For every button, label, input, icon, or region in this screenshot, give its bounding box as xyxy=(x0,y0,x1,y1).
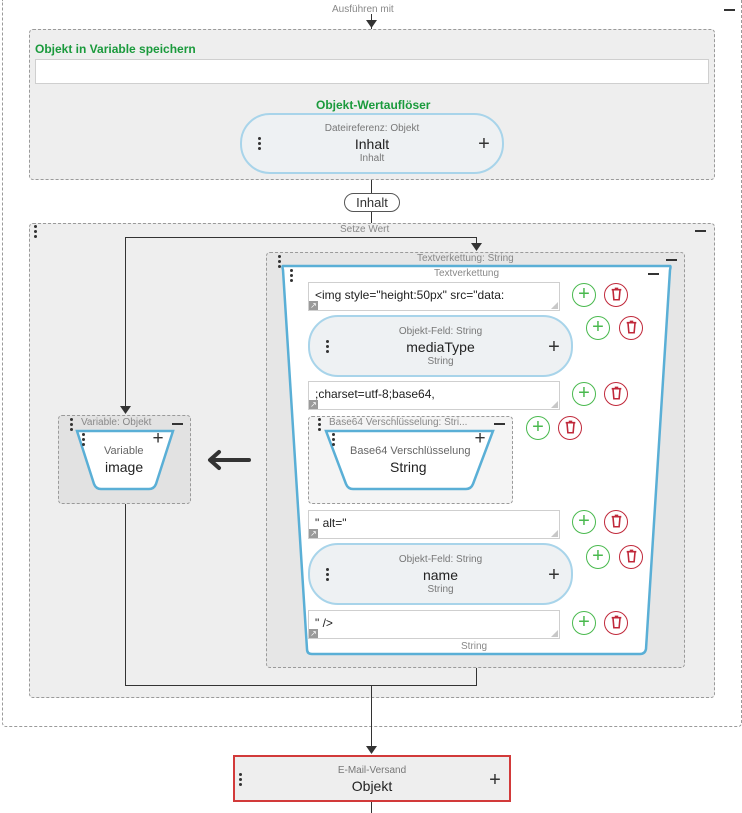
trash-icon[interactable] xyxy=(604,283,628,307)
email-name: Objekt xyxy=(351,778,393,794)
drag-handle-icon[interactable] xyxy=(326,340,330,354)
arrow-down-icon xyxy=(366,20,377,28)
add-icon[interactable]: + xyxy=(474,428,486,449)
variable-name-input[interactable] xyxy=(35,59,709,84)
node-type-label: Objekt-Feld: String xyxy=(398,554,483,565)
arrow-down-icon xyxy=(471,243,482,251)
variable-type-label: Variable xyxy=(104,445,144,457)
plus-circle-icon[interactable]: + xyxy=(572,510,596,534)
text-concat-footer: String xyxy=(461,641,488,652)
plus-circle-icon[interactable]: + xyxy=(586,545,610,569)
drag-handle-icon[interactable] xyxy=(290,269,294,283)
node-type-label: Objekt-Feld: String xyxy=(398,326,483,337)
variable-name: image xyxy=(105,459,144,475)
text-fragment-input[interactable]: ;charset=utf-8;base64, ↗ xyxy=(308,381,560,410)
base64-type-label: Base64 Verschlüsselung xyxy=(350,445,471,457)
add-icon[interactable]: + xyxy=(478,133,490,155)
node-sub-label: String xyxy=(427,584,454,595)
text-fragment-input[interactable]: " alt=" ↗ xyxy=(308,510,560,539)
connector-pill: Inhalt xyxy=(344,193,400,212)
plus-circle-icon[interactable]: + xyxy=(572,283,596,307)
arrow-down-icon xyxy=(366,746,377,754)
collapse-text-concat-icon[interactable] xyxy=(648,273,659,275)
set-value-label: Setze Wert xyxy=(340,224,390,235)
resolver-title: Objekt-Wertauflöser xyxy=(316,98,431,112)
execute-with-label: Ausführen mit xyxy=(332,4,394,15)
text-fragment-input[interactable]: <img style="height:50px" src="data: ↗ xyxy=(308,282,560,311)
trash-icon[interactable] xyxy=(558,416,582,440)
file-reference-node[interactable]: Dateireferenz: Objekt Inhalt Inhalt + xyxy=(240,113,504,174)
collapse-base64-icon[interactable] xyxy=(494,423,505,425)
object-field-node-mediatype[interactable]: Objekt-Feld: String mediaType String + xyxy=(308,315,573,377)
drag-handle-icon[interactable] xyxy=(70,418,74,432)
plus-circle-icon[interactable]: + xyxy=(572,611,596,635)
node-name: name xyxy=(422,567,459,583)
collapse-set-value-icon[interactable] xyxy=(695,230,706,232)
add-icon[interactable]: + xyxy=(489,769,501,791)
drag-handle-icon[interactable] xyxy=(258,137,262,151)
base64-node-shape[interactable] xyxy=(323,429,496,492)
plus-circle-icon[interactable]: + xyxy=(572,382,596,406)
object-field-node-name[interactable]: Objekt-Feld: String name String + xyxy=(308,543,573,605)
save-variable-title: Objekt in Variable speichern xyxy=(35,42,196,56)
drag-handle-icon[interactable] xyxy=(82,433,86,447)
add-icon[interactable]: + xyxy=(548,564,560,586)
collapse-execute-with-icon[interactable] xyxy=(724,9,735,11)
node-name: Inhalt xyxy=(354,136,390,152)
arrow-down-icon xyxy=(120,406,131,414)
drag-handle-icon[interactable] xyxy=(332,433,336,447)
variable-box-label: Variable: Objekt xyxy=(81,417,152,428)
base64-box-label: Base64 Verschlüsselung: Stri... xyxy=(329,417,468,428)
arrow-left-icon xyxy=(208,450,251,470)
trash-icon[interactable] xyxy=(604,611,628,635)
variable-node-shape[interactable] xyxy=(74,429,176,491)
plus-circle-icon[interactable]: + xyxy=(526,416,550,440)
base64-name: String xyxy=(390,459,427,475)
node-sub-label: String xyxy=(427,356,454,367)
node-type-label: Dateireferenz: Objekt xyxy=(324,123,420,134)
node-name: mediaType xyxy=(406,339,475,355)
text-fragment-input[interactable]: " /> ↗ xyxy=(308,610,560,639)
node-sub-label: Inhalt xyxy=(359,153,385,164)
trash-icon[interactable] xyxy=(604,510,628,534)
email-type-label: E-Mail-Versand xyxy=(337,765,407,776)
drag-handle-icon[interactable] xyxy=(318,418,322,432)
text-concat-label: Textverkettung xyxy=(434,268,500,279)
trash-icon[interactable] xyxy=(619,545,643,569)
trash-icon[interactable] xyxy=(604,382,628,406)
drag-handle-icon[interactable] xyxy=(34,225,38,239)
email-send-node[interactable]: E-Mail-Versand Objekt + xyxy=(233,755,511,802)
drag-handle-icon[interactable] xyxy=(278,255,282,269)
save-variable-box xyxy=(29,29,715,180)
drag-handle-icon[interactable] xyxy=(326,568,330,582)
trash-icon[interactable] xyxy=(619,316,643,340)
drag-handle-icon[interactable] xyxy=(239,773,243,787)
plus-circle-icon[interactable]: + xyxy=(586,316,610,340)
add-icon[interactable]: + xyxy=(548,336,560,358)
collapse-variable-icon[interactable] xyxy=(172,423,183,425)
add-icon[interactable]: + xyxy=(152,428,164,449)
collapse-text-concat-outer-icon[interactable] xyxy=(666,259,677,261)
text-concat-outer-label: Textverkettung: String xyxy=(417,253,514,264)
